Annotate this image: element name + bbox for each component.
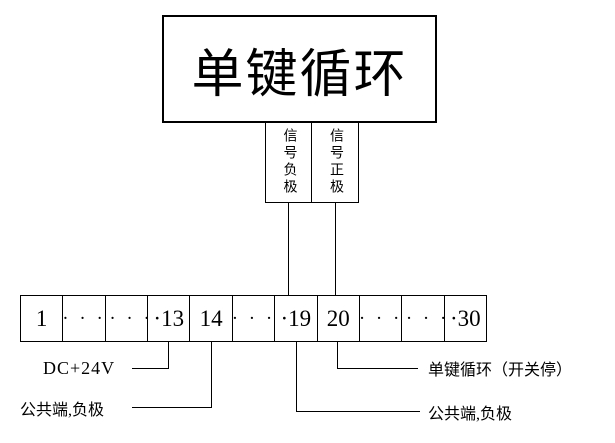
terminal-cell-20: 20 xyxy=(318,296,360,341)
terminal-cell-ellipsis: · · · xyxy=(233,296,276,341)
terminal-cell-ellipsis: · · · xyxy=(360,296,403,341)
terminal-cell-ellipsis: · · · xyxy=(63,296,106,341)
device-title: 单键循环 xyxy=(191,46,408,104)
wire-terminal-19-horizontal xyxy=(296,411,420,412)
terminal-cell-1: 1 xyxy=(21,296,64,341)
terminal-strip: 1 · · · ·· · · ·13 14 · · · ·19 20 · · ·… xyxy=(20,295,487,342)
label-single-key-mode: 单键循环（开关停） xyxy=(428,362,573,379)
wire-terminal-14-vertical xyxy=(211,341,212,407)
wire-terminal-14-horizontal xyxy=(132,407,212,408)
terminal-cell-30: ·30 xyxy=(449,305,481,331)
label-dc-power: DC+24V xyxy=(43,358,116,378)
wire-terminal-13-horizontal xyxy=(132,368,169,369)
label-common-negative-right: 公共端,负极 xyxy=(428,406,513,423)
wire-terminal-19-vertical xyxy=(296,341,297,411)
terminal-cell-ellipsis: ·· · · xyxy=(106,296,149,341)
wire-signal-positive-to-terminal-20 xyxy=(335,203,336,295)
terminal-cell-14: 14 xyxy=(190,296,233,341)
label-common-negative-left: 公共端,负极 xyxy=(20,402,105,419)
wire-terminal-20-horizontal xyxy=(337,368,418,369)
wire-terminal-13-vertical xyxy=(168,341,169,368)
wire-terminal-20-vertical xyxy=(337,341,338,368)
terminal-cell-13: ·13 xyxy=(148,296,191,341)
signal-positive-label: 信号正极 xyxy=(328,127,343,196)
device-box: 单键循环 xyxy=(162,15,437,123)
signal-negative-box: 信号负极 xyxy=(265,121,312,203)
signal-negative-label: 信号负极 xyxy=(281,127,297,196)
wire-signal-negative-to-terminal-19 xyxy=(288,203,289,295)
signal-positive-box: 信号正极 xyxy=(311,121,359,203)
terminal-cell-ellipsis: ·· · · xyxy=(402,296,445,341)
terminal-cell-19: ·19 xyxy=(275,296,318,341)
